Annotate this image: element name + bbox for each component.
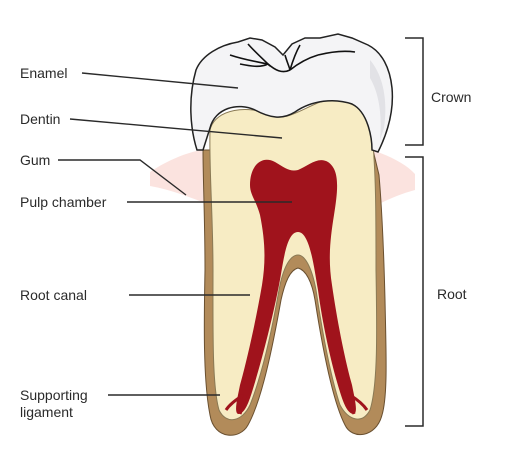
label-root-canal: Root canal	[20, 287, 87, 303]
root-label: Root	[437, 286, 467, 302]
pulp-canal-branches	[224, 393, 369, 415]
pulp-shape	[236, 159, 356, 414]
label-gum: Gum	[20, 152, 50, 168]
gum-tissue	[150, 150, 415, 206]
enamel-leader	[81, 72, 239, 89]
label-enamel: Enamel	[20, 65, 67, 81]
label-supporting-ligament-line2: ligament	[20, 404, 73, 420]
dentin-leader	[69, 118, 283, 139]
crown-label: Crown	[431, 89, 471, 105]
label-supporting-ligament-line1: Supporting	[20, 387, 88, 403]
crown-bracket	[405, 37, 424, 146]
leader-lines	[58, 72, 292, 396]
label-dentin: Dentin	[20, 111, 60, 127]
enamel-highlight	[370, 60, 386, 140]
root-bracket	[405, 156, 424, 427]
label-pulp-chamber: Pulp chamber	[20, 194, 107, 210]
enamel-fissures	[229, 43, 356, 73]
gum-leader	[58, 159, 187, 196]
